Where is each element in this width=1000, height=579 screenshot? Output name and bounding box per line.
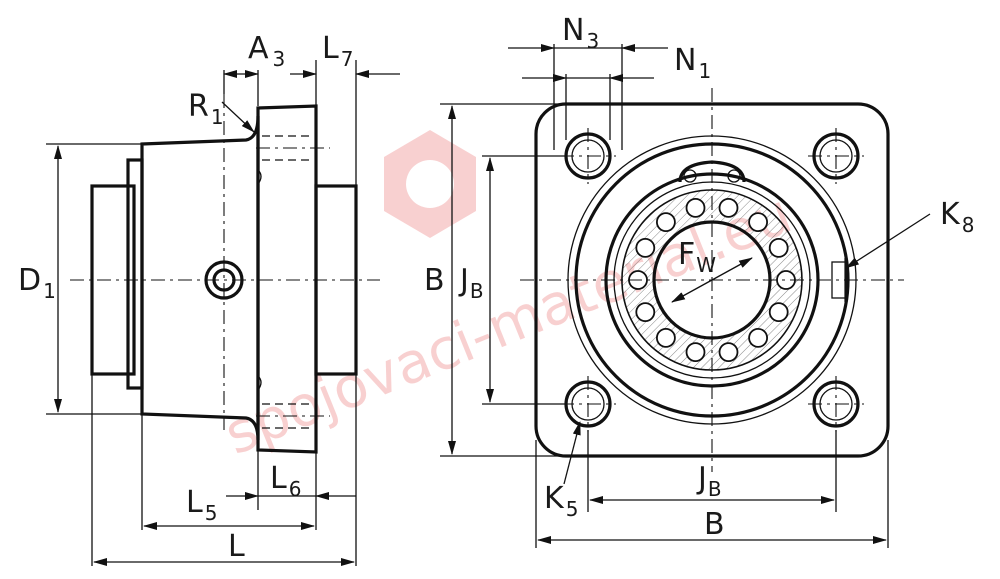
sleeve-right xyxy=(314,184,358,376)
bearing-ball xyxy=(748,212,768,233)
svg-text:D1: D1 xyxy=(18,263,56,303)
svg-text:R1: R1 xyxy=(188,89,224,129)
bearing-ball xyxy=(635,237,656,258)
bolt-hole-tr xyxy=(808,128,864,184)
dim-r1-leader xyxy=(221,101,255,133)
svg-text:B: B xyxy=(424,263,445,298)
bearing-ball xyxy=(718,197,739,218)
bolt-hole-br xyxy=(808,376,864,432)
sleeve-left xyxy=(90,184,136,376)
dim-k8-leader xyxy=(845,213,931,269)
flange-detail xyxy=(257,169,262,185)
svg-text:A3: A3 xyxy=(248,31,285,71)
svg-text:N1: N1 xyxy=(674,43,711,83)
watermark-text: spojovaci-material.eu xyxy=(216,181,801,468)
dim-b-left-label: B xyxy=(424,263,445,298)
svg-text:JB: JB xyxy=(696,461,722,501)
svg-text:FW: FW xyxy=(678,237,716,277)
dim-jb-bottom-label: JB xyxy=(696,461,722,501)
nut-logo-icon xyxy=(384,130,476,238)
svg-text:JB: JB xyxy=(458,263,484,303)
bearing-balls xyxy=(628,197,796,363)
bearing-ball xyxy=(685,197,706,218)
bearing-ball xyxy=(748,327,768,348)
bearing-ball xyxy=(768,237,789,258)
svg-text:K8: K8 xyxy=(940,197,974,237)
bearing-ball xyxy=(768,302,789,323)
bearing-ball xyxy=(718,342,739,363)
dim-fw-line xyxy=(671,257,753,303)
svg-text:L7: L7 xyxy=(322,31,353,71)
bearing-ball xyxy=(635,302,656,323)
square-flange xyxy=(534,102,890,458)
bearing-ball xyxy=(656,212,676,233)
bolt-hole-tl xyxy=(560,128,616,184)
dim-k5-leader xyxy=(563,421,581,485)
svg-text:B: B xyxy=(704,507,725,542)
dim-l-label: L xyxy=(228,529,245,564)
circlip-hole xyxy=(683,169,697,183)
svg-text:L: L xyxy=(228,529,245,564)
svg-text:K5: K5 xyxy=(544,481,578,521)
svg-text:N3: N3 xyxy=(562,13,599,53)
dim-b-bottom-label: B xyxy=(704,507,725,542)
dim-fw-label: FW xyxy=(678,237,716,277)
svg-text:L6: L6 xyxy=(270,461,301,501)
dim-jb-left-label: JB xyxy=(458,263,484,303)
bearing-ball xyxy=(656,327,676,348)
bolt-hole-bl xyxy=(560,376,616,432)
bearing-ball xyxy=(685,342,706,363)
circlip-hole xyxy=(727,169,741,183)
flange-detail xyxy=(257,375,262,391)
svg-text:L5: L5 xyxy=(186,485,217,525)
